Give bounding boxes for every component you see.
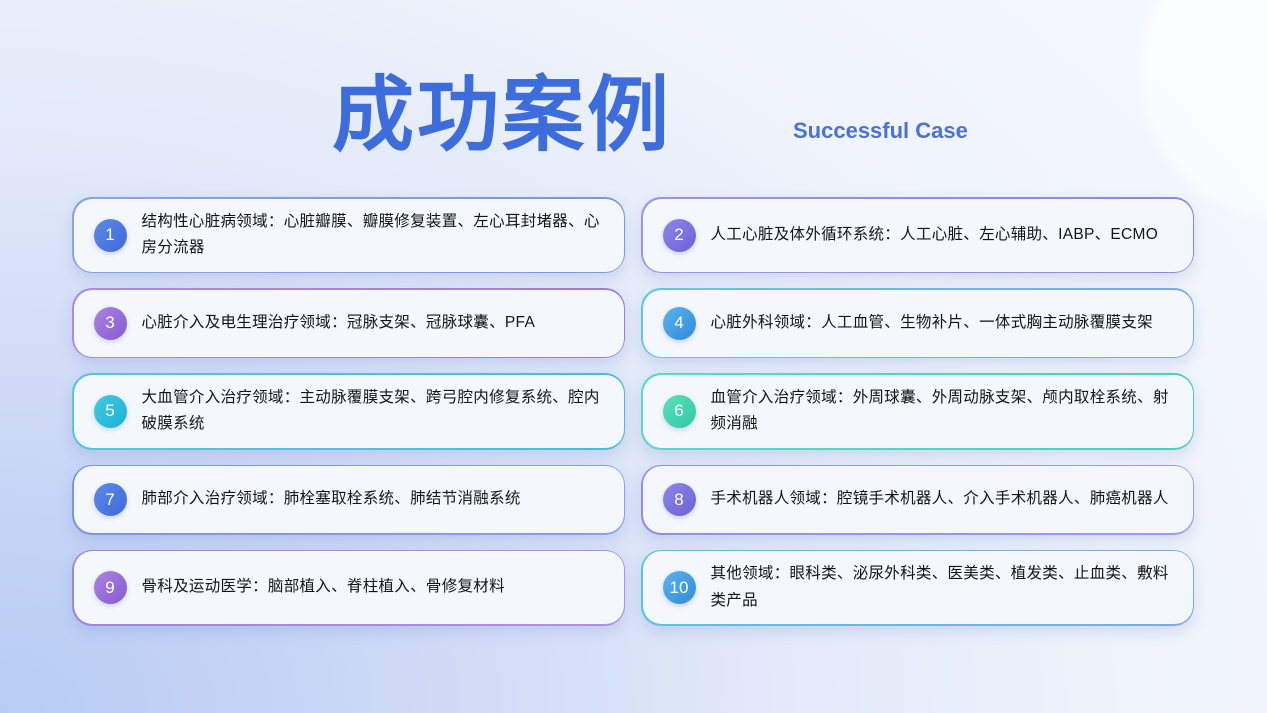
case-card: 10 其他领域：眼科类、泌尿外科类、医美类、植发类、止血类、敷料类产品 [641,549,1194,626]
case-number-badge: 1 [93,218,127,252]
case-card: 5 大血管介入治疗领域：主动脉覆膜支架、跨弓腔内修复系统、腔内破膜系统 [72,373,625,450]
case-number-badge: 3 [93,306,127,340]
case-number-badge: 8 [662,483,696,517]
case-text: 大血管介入治疗领域：主动脉覆膜支架、跨弓腔内修复系统、腔内破膜系统 [141,388,600,433]
case-card: 7 肺部介入治疗领域：肺栓塞取栓系统、肺结节消融系统 [72,464,625,535]
case-text: 手术机器人领域：腔镜手术机器人、介入手术机器人、肺癌机器人 [710,490,1169,508]
case-number-badge: 2 [662,218,696,252]
page-subtitle: Successful Case [793,118,968,143]
case-card: 6 血管介入治疗领域：外周球囊、外周动脉支架、颅内取栓系统、射频消融 [641,373,1194,450]
case-number-badge: 10 [662,571,696,605]
cases-grid: 1 结构性心脏病领域：心脏瓣膜、瓣膜修复装置、左心耳封堵器、心房分流器 2 人工… [72,197,1194,626]
case-card: 2 人工心脏及体外循环系统：人工心脏、左心辅助、IABP、ECMO [641,197,1194,274]
case-card: 3 心脏介入及电生理治疗领域：冠脉支架、冠脉球囊、PFA [72,288,625,359]
case-number-badge: 7 [93,483,127,517]
case-text: 肺部介入治疗领域：肺栓塞取栓系统、肺结节消融系统 [141,490,521,508]
case-number-badge: 4 [662,306,696,340]
case-text: 人工心脏及体外循环系统：人工心脏、左心辅助、IABP、ECMO [710,225,1159,243]
case-card: 4 心脏外科领域：人工血管、生物补片、一体式胸主动脉覆膜支架 [641,288,1194,359]
case-text: 其他领域：眼科类、泌尿外科类、医美类、植发类、止血类、敷料类产品 [710,565,1169,609]
case-card: 8 手术机器人领域：腔镜手术机器人、介入手术机器人、肺癌机器人 [641,464,1194,535]
case-text: 骨科及运动医学：脑部植入、脊柱植入、骨修复材料 [141,578,505,596]
decor-circle [1140,0,1267,220]
case-card: 9 骨科及运动医学：脑部植入、脊柱植入、骨修复材料 [72,549,625,626]
case-card: 1 结构性心脏病领域：心脏瓣膜、瓣膜修复装置、左心耳封堵器、心房分流器 [72,197,625,274]
case-number-badge: 9 [93,571,127,605]
case-number-badge: 5 [93,394,127,428]
case-number-badge: 6 [662,394,696,428]
case-text: 心脏介入及电生理治疗领域：冠脉支架、冠脉球囊、PFA [141,313,536,331]
case-text: 心脏外科领域：人工血管、生物补片、一体式胸主动脉覆膜支架 [710,313,1153,331]
case-text: 血管介入治疗领域：外周球囊、外周动脉支架、颅内取栓系统、射频消融 [710,388,1169,433]
page-title: 成功案例 [331,70,672,161]
case-text: 结构性心脏病领域：心脏瓣膜、瓣膜修复装置、左心耳封堵器、心房分流器 [141,212,600,257]
